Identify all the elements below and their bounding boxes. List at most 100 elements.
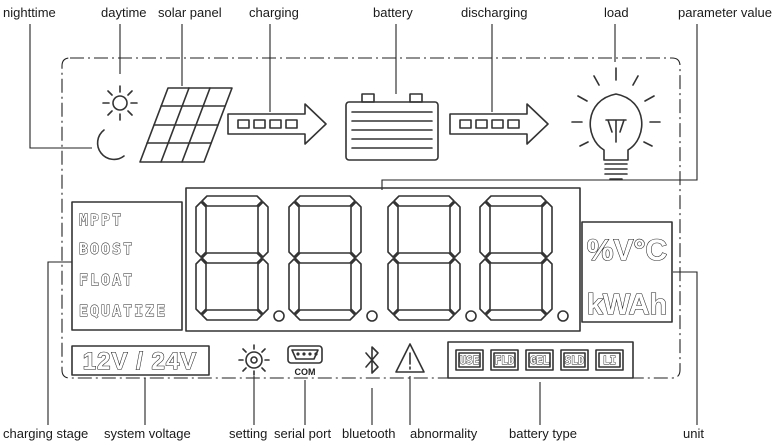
digit-3-segment-g: [393, 252, 455, 264]
label-unit: unit: [683, 426, 704, 441]
digit-1-segment-c: [257, 258, 269, 315]
gear-icon: [238, 344, 270, 376]
battery-type-frame: [560, 349, 589, 371]
decimal-point-1: [273, 310, 285, 322]
system-voltage-value: 12V / 24V: [83, 348, 197, 375]
unit-kwah: kWAh: [587, 289, 668, 321]
leader-nighttime: [29, 24, 92, 149]
decimal-point-2: [366, 310, 378, 322]
solar-panel-icon: [139, 87, 233, 163]
bluetooth-icon: [365, 346, 379, 374]
digit-2-segment-c: [350, 258, 362, 315]
battery-type-inner-frame: [563, 352, 586, 368]
digit-3-segment-c: [449, 258, 461, 315]
digit-4-segment-e: [479, 258, 491, 315]
digit-4-segment-c: [541, 258, 553, 315]
label-charging-stage: charging stage: [3, 426, 88, 441]
digit-2-segment-b: [350, 201, 362, 258]
digit-2-segment-e: [288, 258, 300, 315]
digit-1-segment-a: [201, 195, 263, 207]
battery-type-frame: [595, 349, 624, 371]
label-nighttime: nighttime: [3, 5, 56, 20]
battery-type-label: USE: [460, 354, 480, 367]
label-load: load: [604, 5, 629, 20]
digit-2-segment-f: [288, 201, 300, 258]
label-serial-port: serial port: [274, 426, 331, 441]
system-voltage-panel: 12V / 24V: [71, 345, 210, 376]
unit-percent-volt-celsius: %V°C: [587, 234, 667, 267]
label-bluetooth: bluetooth: [342, 426, 396, 441]
stage-mppt: MPPT: [79, 211, 123, 229]
battery-type-gel: GEL: [525, 349, 554, 371]
digit-3-segment-b: [449, 201, 461, 258]
battery-type-label: SLD: [565, 354, 585, 367]
sun-icon: [102, 85, 138, 121]
leader-unit: [673, 271, 698, 425]
battery-type-frame: [455, 349, 484, 371]
digit-2-segment-g: [294, 252, 356, 264]
label-discharging: discharging: [461, 5, 528, 20]
label-battery-type: battery type: [509, 426, 577, 441]
digit-3-segment-e: [387, 258, 399, 315]
com-label: COM: [295, 367, 316, 377]
battery-type-badges: USE FLD GEL SLD LI: [455, 349, 624, 371]
label-parameter-value: parameter value: [678, 5, 772, 20]
label-daytime: daytime: [101, 5, 147, 20]
moon-icon: [96, 129, 125, 161]
charging-arrow-icon: [227, 103, 327, 145]
label-battery: battery: [373, 5, 413, 20]
digit-4-segment-g: [485, 252, 547, 264]
label-setting: setting: [229, 426, 267, 441]
digit-4-segment-f: [479, 201, 491, 258]
battery-type-label: FLD: [495, 354, 515, 367]
discharging-arrow-icon: [449, 103, 549, 145]
leader-charging-stage: [47, 261, 72, 425]
label-system-voltage: system voltage: [104, 426, 191, 441]
stage-boost: BOOST: [79, 240, 134, 258]
digit-3-segment-f: [387, 201, 399, 258]
battery-type-sld: SLD: [560, 349, 589, 371]
decimal-point-3: [465, 310, 477, 322]
leader-parameter-value: [381, 24, 698, 190]
battery-type-inner-frame: [458, 352, 481, 368]
digit-2-segment-a: [294, 195, 356, 207]
label-abnormality: abnormality: [410, 426, 478, 441]
digit-1-segment-f: [195, 201, 207, 258]
battery-type-inner-frame: [528, 352, 551, 368]
battery-type-frame: [525, 349, 554, 371]
unit-panel: %V°C kWAh: [581, 221, 673, 323]
stage-float: FLOAT: [79, 271, 134, 289]
decimal-point-4: [557, 310, 569, 322]
label-charging: charging: [249, 5, 299, 20]
digit-3-segment-a: [393, 195, 455, 207]
battery-type-inner-frame: [493, 352, 516, 368]
digit-1-segment-d: [201, 309, 263, 321]
battery-icon: [345, 93, 439, 161]
battery-type-li: LI: [595, 349, 624, 371]
serial-port-icon: COM: [287, 345, 323, 377]
battery-type-label: LI: [603, 354, 616, 367]
digit-3-segment-d: [393, 309, 455, 321]
digit-4-segment-d: [485, 309, 547, 321]
parameter-value-display: [185, 187, 581, 332]
battery-type-label: GEL: [530, 354, 550, 367]
battery-type-panel: USE FLD GEL SLD LI: [447, 341, 634, 379]
light-bulb-icon: [571, 67, 661, 180]
label-solar-panel: solar panel: [158, 5, 222, 20]
digit-1-segment-b: [257, 201, 269, 258]
seven-segment-digits: [195, 195, 569, 322]
battery-type-use: USE: [455, 349, 484, 371]
warning-icon: [395, 343, 425, 373]
leader-lines: [29, 24, 698, 425]
lcd-frame: [61, 57, 681, 379]
digit-1-segment-e: [195, 258, 207, 315]
battery-type-frame: [490, 349, 519, 371]
charging-stage-panel: MPPT BOOST FLOAT EQUATIZE: [71, 201, 183, 331]
digit-2-segment-d: [294, 309, 356, 321]
battery-type-fld: FLD: [490, 349, 519, 371]
digit-4-segment-a: [485, 195, 547, 207]
battery-type-inner-frame: [598, 352, 621, 368]
digit-4-segment-b: [541, 201, 553, 258]
digit-1-segment-g: [201, 252, 263, 264]
